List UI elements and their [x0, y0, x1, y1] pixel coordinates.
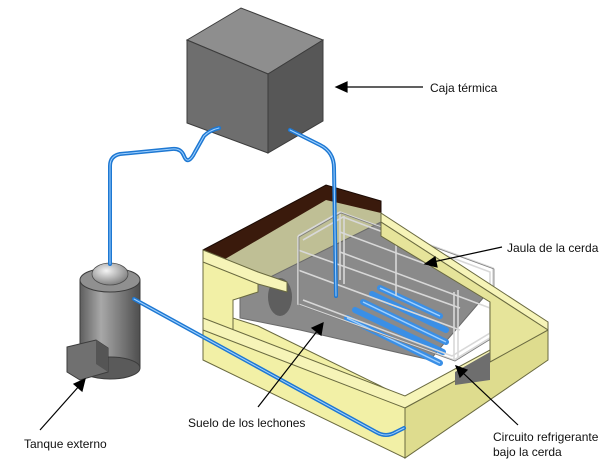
label-circuito-line1: Circuito refrigerante: [493, 430, 599, 444]
label-tanque-externo: Tanque externo: [24, 437, 107, 451]
pen-walls: [202, 212, 549, 459]
pen-left-wall-top: [202, 249, 288, 293]
pen-inner-slot: [455, 352, 490, 385]
pipe-tank-to-box: [108, 126, 221, 266]
label-caja-termica: Caja térmica: [430, 81, 498, 95]
thermal-box-side: [267, 39, 324, 154]
tank-dome: [91, 262, 129, 286]
tank-valve-side: [96, 340, 108, 372]
arrow-circuito: [461, 371, 519, 426]
thermal-box: [185, 7, 325, 154]
pipes: [108, 126, 406, 437]
arrow-tanque: [39, 384, 81, 431]
label-suelo-lechones: Suelo de los lechones: [188, 416, 305, 430]
label-jaula-cerda: Jaula de la cerda: [507, 241, 599, 255]
arrow-jaula: [432, 246, 503, 263]
external-tank: [66, 262, 141, 381]
arrow-suelo: [257, 329, 319, 408]
label-circuito-line2: bajo la cerda: [493, 445, 562, 459]
cooling-coil: [344, 285, 449, 366]
labels: Caja térmica Jaula de la cerda Tanque ex…: [24, 81, 599, 459]
callout-arrows: [39, 81, 519, 431]
